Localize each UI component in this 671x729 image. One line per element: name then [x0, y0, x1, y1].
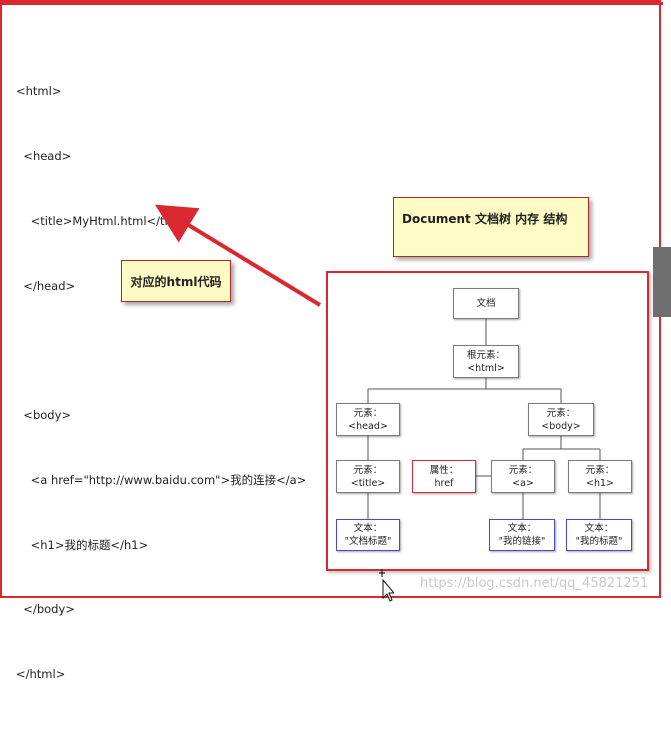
node-document: 文档 — [453, 288, 519, 319]
node-text-title: 文本： "文档标题" — [336, 519, 400, 551]
code-line: <h1>我的标题</h1> — [16, 537, 149, 552]
code-line: <head> — [16, 148, 72, 163]
code-callout-label: 对应的html代码 — [130, 274, 222, 289]
pointer-arrow — [154, 204, 322, 307]
arrow-line — [154, 204, 322, 307]
node-text-heading: 文本： "我的标题" — [566, 519, 632, 551]
node-text-link: 文本： "我的链接" — [489, 519, 555, 551]
slide-frame: <html> <head> <title>MyHtml.html</title>… — [0, 0, 663, 681]
node-body: 元素： <body> — [528, 403, 594, 436]
code-line: </body> — [16, 602, 75, 617]
node-h1: 元素： <h1> — [568, 460, 632, 493]
node-html: 根元素： <html> — [453, 345, 519, 378]
scrollbar-thumb[interactable] — [653, 247, 671, 317]
code-line: </head> — [16, 278, 76, 293]
code-line: <body> — [16, 408, 72, 423]
code-line: <title>MyHtml.html</title> — [16, 213, 193, 228]
document-tree-frame: 文档 根元素： <html> 元素： <head> 元素： <body> 元素：… — [326, 271, 649, 571]
mouse-cursor-icon — [379, 569, 394, 602]
node-attribute-href: 属性： href — [412, 460, 476, 493]
code-line: <html> — [16, 84, 62, 99]
watermark-url: https://blog.csdn.net/qq_45821251 — [420, 576, 649, 591]
code-line: <a href="http://www.baidu.com">我的连接</a> — [16, 472, 307, 487]
slide-top-border — [2, 2, 663, 5]
tree-callout-note: Document 文档树 内存 结构 — [393, 197, 589, 257]
tree-connectors — [367, 319, 601, 519]
code-line: </html> — [16, 667, 66, 682]
node-a: 元素： <a> — [491, 460, 555, 493]
code-callout-note: 对应的html代码 — [121, 260, 231, 302]
node-title: 元素： <title> — [336, 460, 400, 493]
node-head: 元素： <head> — [336, 403, 400, 436]
tree-callout-label: Document 文档树 内存 结构 — [402, 212, 568, 226]
